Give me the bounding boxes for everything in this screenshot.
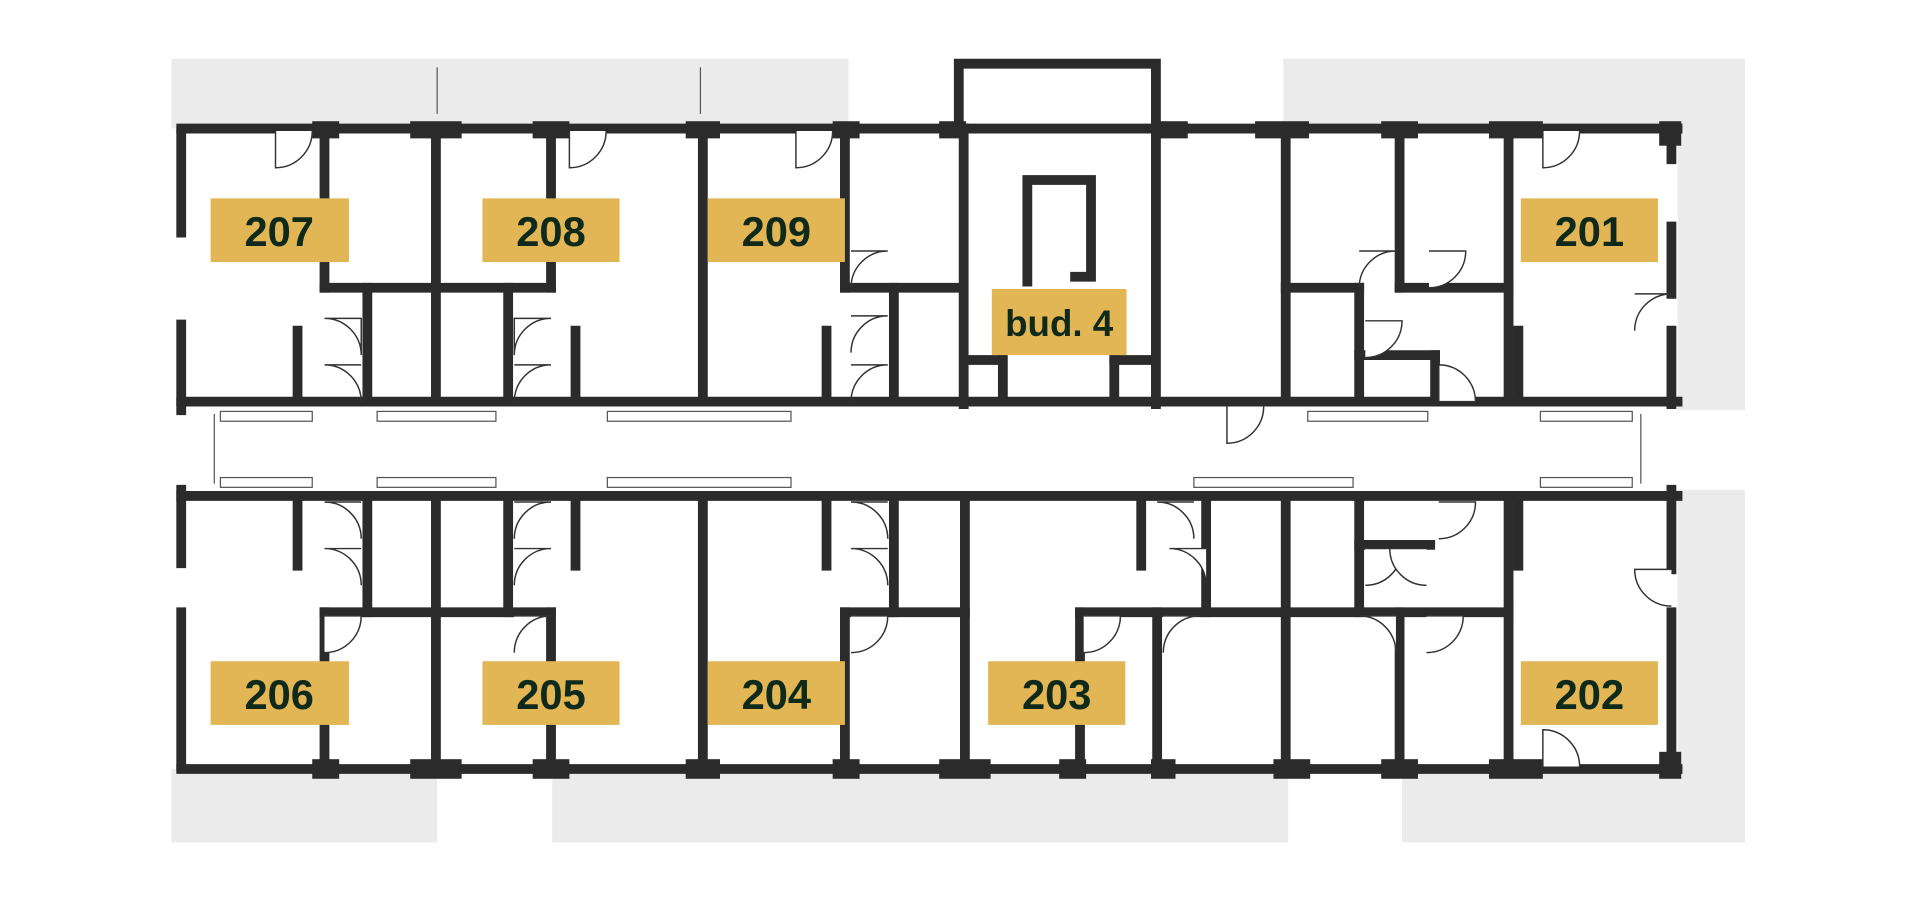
unit-number: 208	[516, 208, 585, 255]
unit-number: 206	[244, 671, 313, 718]
unit-201[interactable]: 201	[1520, 198, 1658, 263]
unit-202[interactable]: 202	[1520, 661, 1658, 725]
unit-209[interactable]: 209	[707, 198, 845, 263]
unit-number: 203	[1022, 671, 1091, 718]
unit-207[interactable]: 207	[210, 198, 349, 263]
unit-labels: 207 208 209 201 bud. 4 206 205 204 203 2…	[210, 198, 1658, 725]
unit-206[interactable]: 206	[210, 661, 349, 725]
unit-205[interactable]: 205	[482, 661, 620, 725]
unit-number: 205	[516, 671, 585, 718]
unit-number: 207	[244, 208, 313, 255]
unit-203[interactable]: 203	[988, 661, 1126, 725]
building-label: bud. 4	[991, 288, 1127, 356]
unit-number: 202	[1555, 671, 1624, 718]
balconies	[171, 58, 1745, 843]
unit-204[interactable]: 204	[707, 661, 845, 725]
thin-lines	[181, 67, 1678, 768]
unit-number: 204	[742, 671, 811, 718]
unit-number: 201	[1555, 208, 1624, 255]
building-name: bud. 4	[1005, 303, 1114, 344]
doors	[274, 131, 1672, 767]
unit-number: 209	[742, 208, 811, 255]
unit-208[interactable]: 208	[482, 198, 620, 263]
